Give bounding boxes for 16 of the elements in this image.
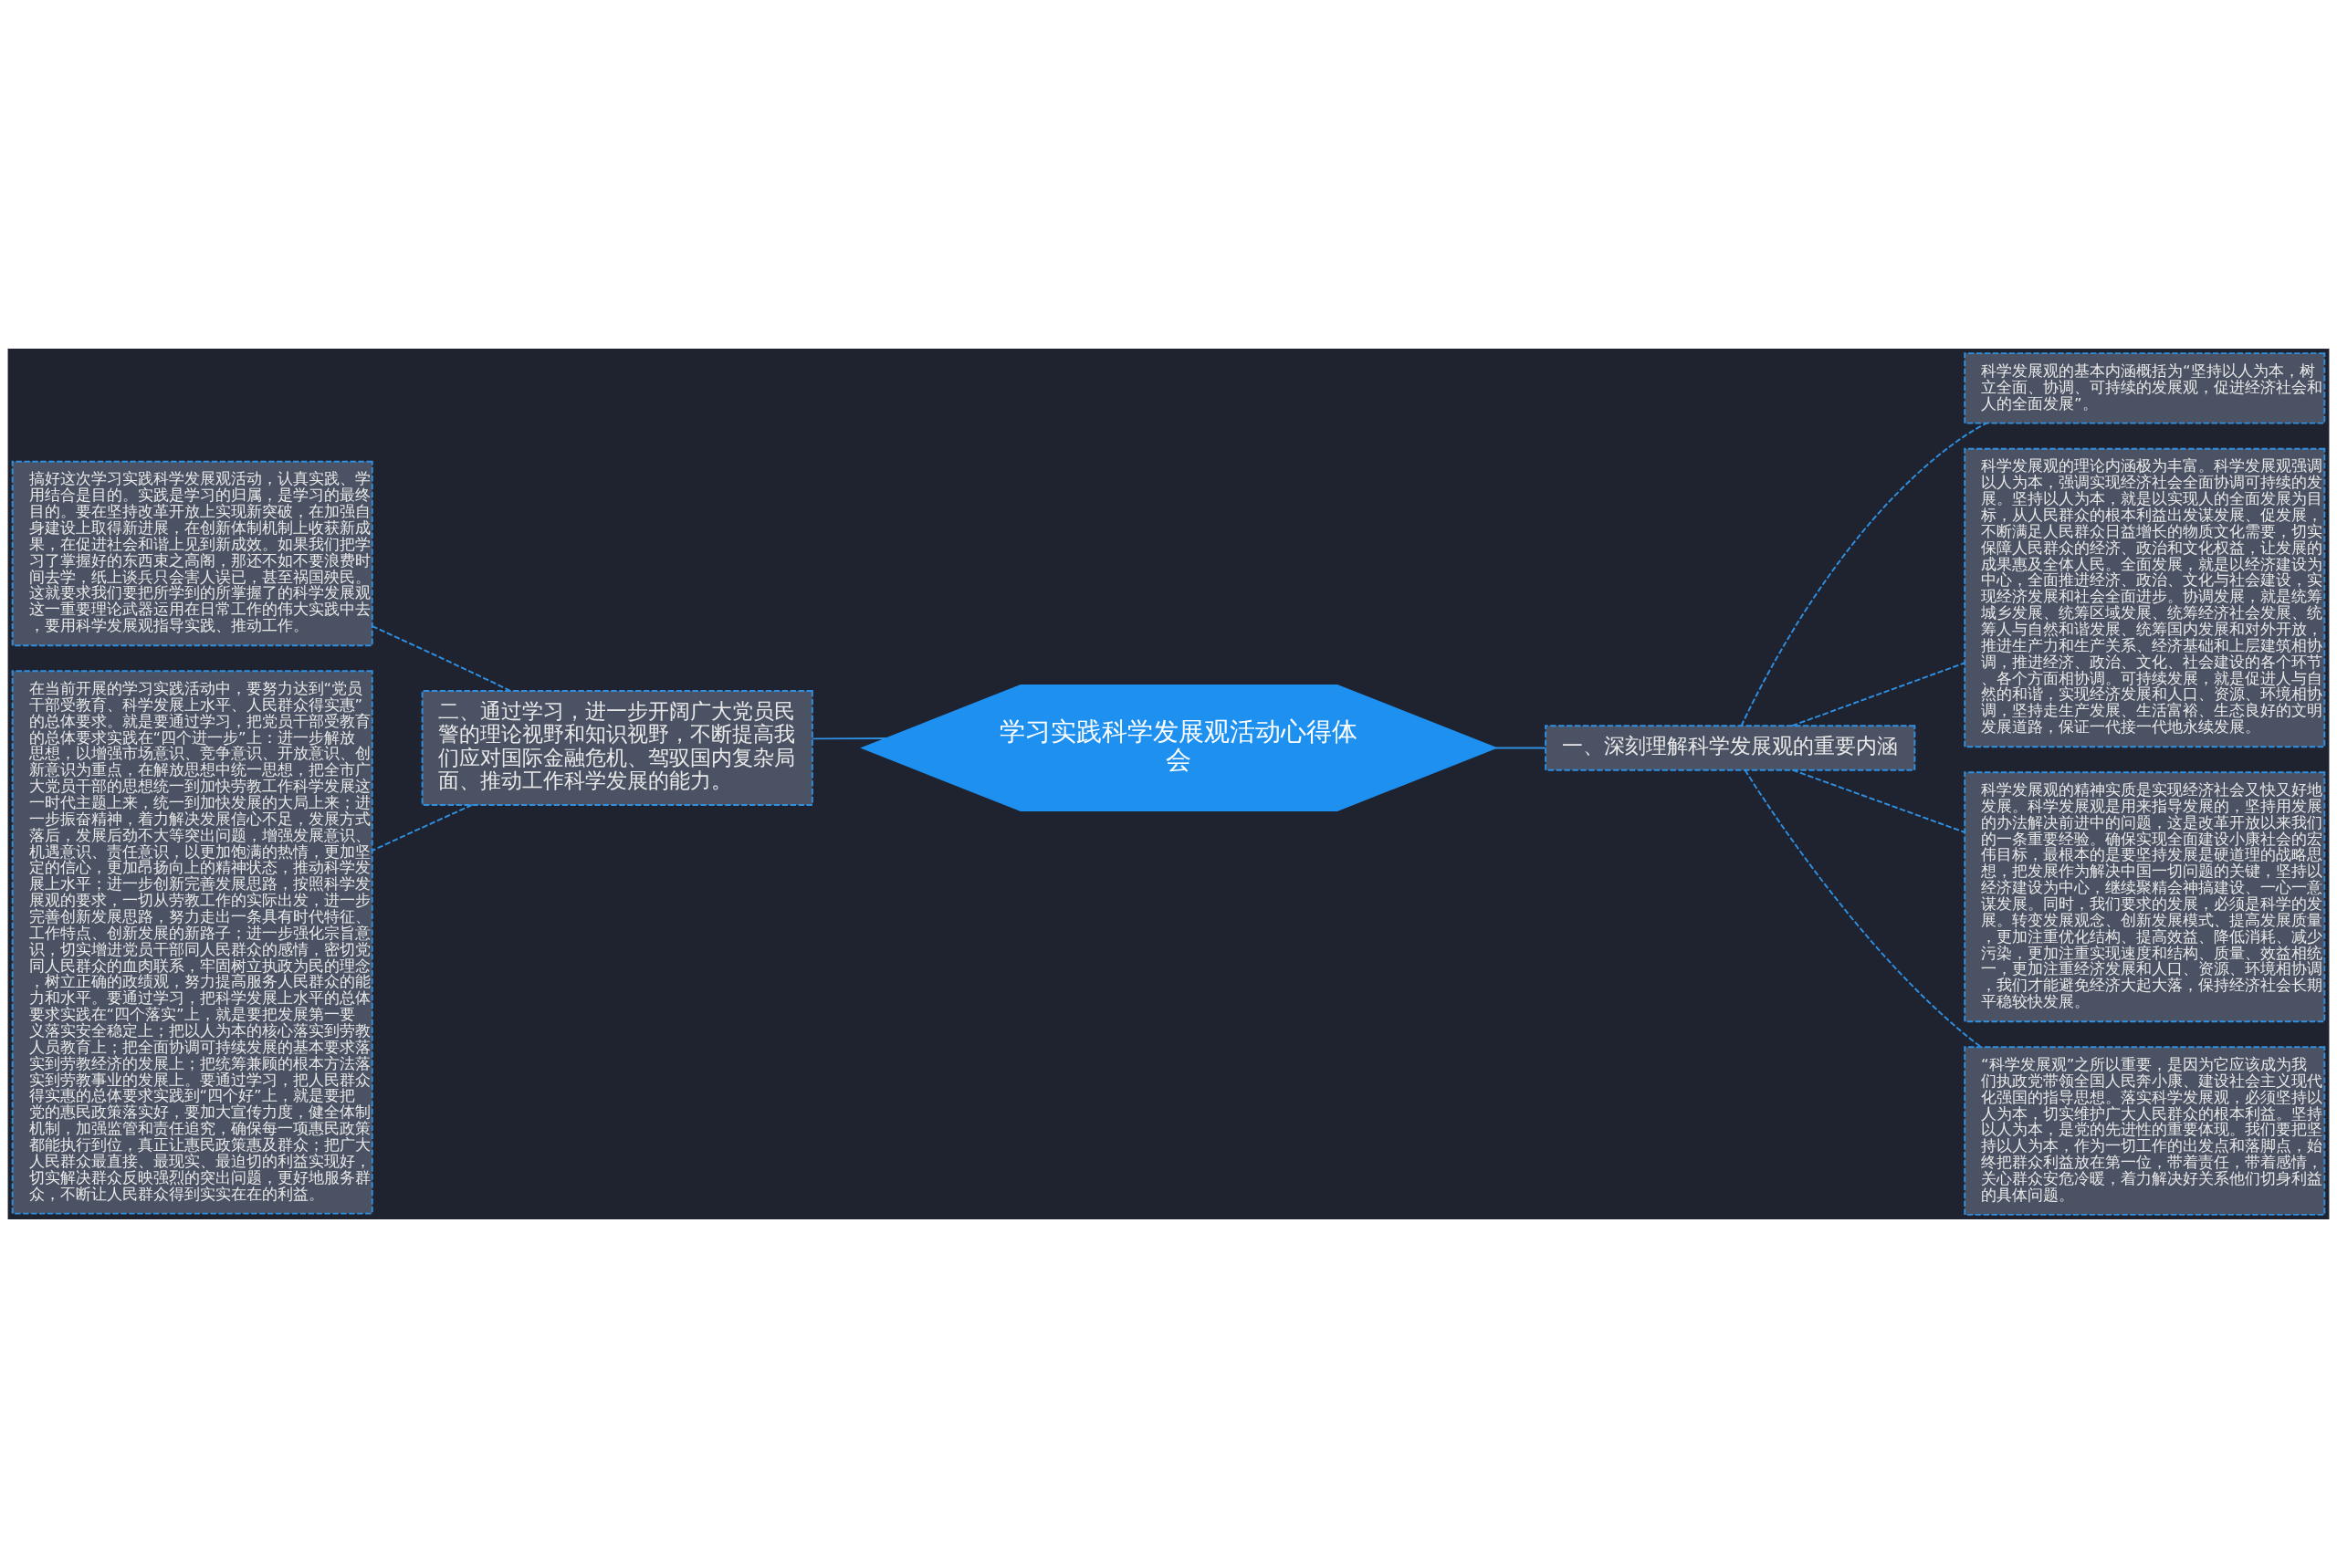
node-box: 在当前开展的学习实践活动中，要努力达到“党员干部受教育、科学发展上水平、人民群众得实惠”的总体要求。就是要通过学习，把党员干部受教育的总体要求实践在“四个进一步”上：进一步解放思想，以增强市场意识、竞争意识、开放意识、创新意识为重点，在解放思想中统一思想，把全市广大党员干部的思想统一到加快劳教工作科学发展这一时代主题上来，统一到加快发展的大局上来；进一步振奋精神，着力解决发展信心不足，发展方式落后，发展后劲不大等突出问题，增强发展意识、机遇意识、责任意识，以更加饱满的热情，更加坚定的信心，更加昂扬向上的精神状态，推动科学发展上水平；进一步创新完善发展思路，按照科学发展观的要求，一切从劳教工作的实际出发，进一步完善创新发展思路，努力走出一条具有时代特征、工作特点、创新发展的新路子；进一步强化宗旨意识，切实增进党员干部同人民群众的感情，密切党同人民群众的血肉联系，牢固树立执政为民的理念，树立正确的政绩观，努力提高服务人民群众的能力和水平。要通过学习，把科学发展上水平的总体要求实践在“四个落实”上，就是要把发展第一要义落实安全稳定上；把以人为本的核心落实到劳教人员教育上；把全面协调可持续发展的基本要求落实到劳教经济的发展上；把统筹兼顾的根本方法落实到劳教事业的发展上。要通过学习，把人民群众得实惠的总体要求实践到“四个好”上，就是要把党的惠民政策落实好，要加大宣传力度，健全体制机制，加强监管和责任追究，确保每一项惠民政策都能执行到位，真正让惠民政策惠及群众；把广大人民群众最直接、最现实、最迫切的利益实现好，切实解决群众反映强烈的突出问题，更好地服务群众，不断让人民群众得到实实在在的利益。	[11, 670, 373, 1215]
node-box: 科学发展观的精神实质是实现经济社会又快又好地发展。科学发展观是用来指导发展的，坚持用发展的办法解决前进中的问题，这是改革开放以来我们的一条重要经验。确保实现全面建设小康社会的宏伟目标，最根本的是要坚持发展是硬道理的战略思想，把发展作为解决中国一切问题的关键，坚持以经济建设为中心，继续聚精会神搞建设、一心一意谋发展。同时，我们要求的发展，必须是科学的发展。转变发展观念、创新发展模式、提高发展质量，更加注重优化结构、提高效益、降低消耗、减少污染，更加注重实现速度和结构、质量、效益相统一，更加注重经济发展和人口、资源、环境相协调，我们才能避免经济大起大落，保持经济社会长期平稳较快发展。	[1964, 771, 2326, 1023]
node-box: 搞好这次学习实践科学发展观活动，认真实践、学用结合是目的。实践是学习的归属，是学习的最终目的。要在坚持改革开放上实现新突破，在加强自身建设上取得新进展，在创新体制机制上收获新成果，在促进社会和谐上见到新成效。如果我们把学习了掌握好的东西束之高阁，那还不如不要浪费时间去学，纸上谈兵只会害人误已，甚至祸国殃民。这就要求我们要把所学到的所掌握了的科学发展观这一重要理论武器运用在日常工作的伟大实践中去，要用科学发展观指导实践、推动工作。	[11, 460, 373, 647]
connector	[812, 737, 887, 740]
connector	[1744, 768, 1982, 1048]
node-box: 科学发展观的基本内涵概括为“坚持以人为本，树立全面、协调、可持续的发展观，促进经济社会和人的全面发展”。	[1964, 352, 2326, 424]
connector	[1740, 422, 1988, 727]
node-box: 一、深刻理解科学发展观的重要内涵	[1545, 725, 1916, 771]
connector	[372, 625, 511, 692]
node-box: 科学发展观的理论内涵极为丰富。科学发展观强调以人为本，强调实现经济社会全面协调可持续的发展。坚持以人为本，就是以实现人的全面发展为目标，从人民群众的根本利益出发谋发展、促发展，不断满足人民群众日益增长的物质文化需要，切实保障人民群众的经济、政治和文化权益，让发展的成果惠及全体人民。全面发展，就是以经济建设为中心，全面推进经济、政治、文化与社会建设，实现经济发展和社会全面进步。协调发展，就是统筹城乡发展、统筹区域发展、统筹经济社会发展、统筹人与自然和谐发展、统筹国内发展和对外开放，推进生产力和生产关系、经济基础和上层建筑相协调，推进经济、政治、文化、社会建设的各个环节、各个方面相协调。可持续发展，就是促进人与自然的和谐，实现经济发展和人口、资源、环境相协调，坚持走生产发展、生活富裕、生态良好的文明发展道路，保证一代接一代地永续发展。	[1964, 447, 2326, 748]
node-box: 二、通过学习，进一步开阔广大党员民警的理论视野和知识视野，不断提高我们应对国际金融危机、驾驭国内复杂局面、推动工作科学发展的能力。	[421, 690, 813, 806]
node-box: “科学发展观”之所以重要，是因为它应该成为我们执政党带领全国人民奔小康、建设社会主义现代化强国的指导思想。落实科学发展观，必须坚持以人为本，切实维护广大人民群众的根本利益。坚持以人为本，是党的先进性的重要体现。我们要把坚持以人为本，作为一切工作的出发点和落脚点，始终把群众利益放在第一位，带着责任，带着感情，关心群众安危冷暖，着力解决好关系他们切身利益的具体问题。	[1964, 1046, 2326, 1216]
connector	[372, 804, 473, 852]
connector	[1791, 662, 1966, 727]
connector	[1791, 768, 1965, 833]
connector	[1494, 747, 1546, 749]
